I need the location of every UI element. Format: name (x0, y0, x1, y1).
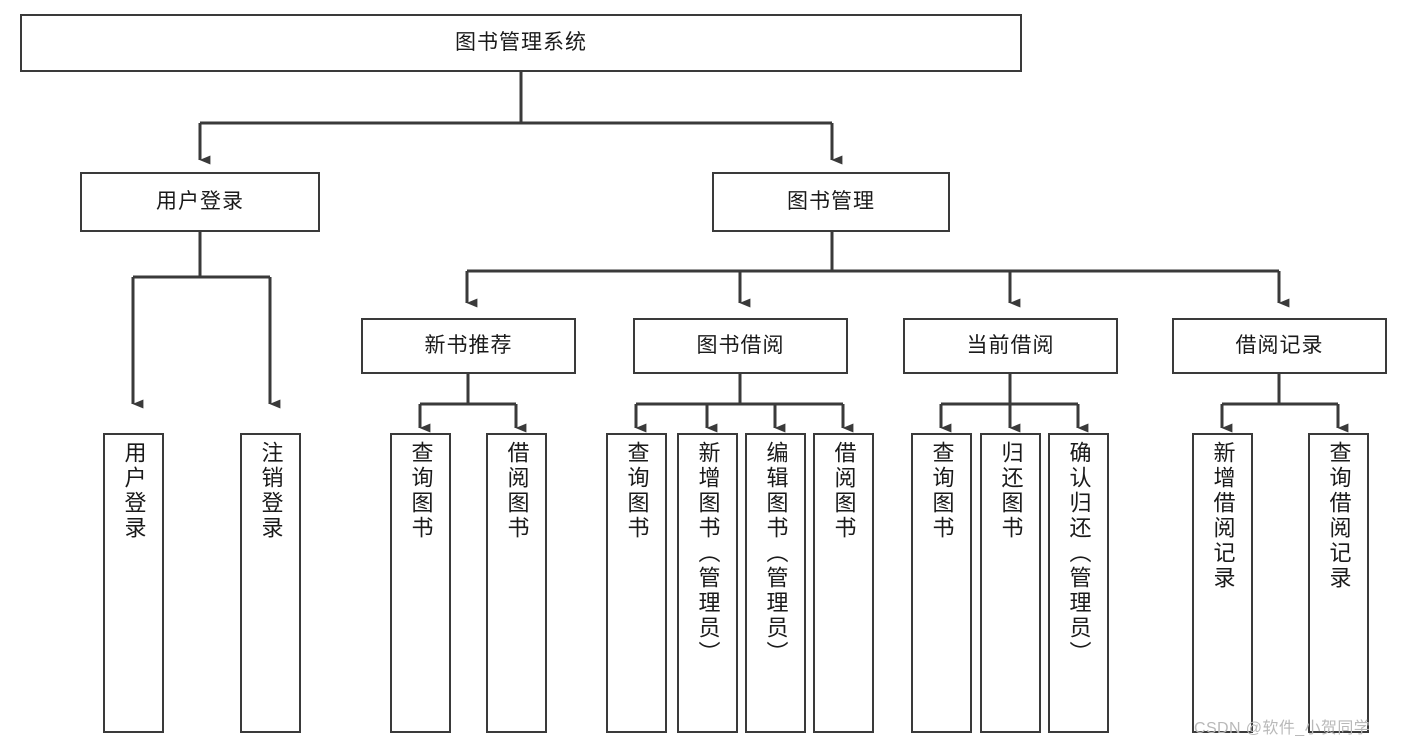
node-leaf-edit-book[interactable]: 编辑图书（管理员） (745, 433, 806, 733)
node-leaf-confirm-return-label: 确认归还（管理员） (1066, 441, 1092, 666)
node-borrow-record-label: 借阅记录 (1235, 333, 1324, 357)
node-leaf-query-book-1[interactable]: 查询图书 (390, 433, 451, 733)
node-borrow-record[interactable]: 借阅记录 (1172, 318, 1387, 374)
node-user-login[interactable]: 用户登录 (80, 172, 320, 232)
node-current-borrow-label: 当前借阅 (966, 333, 1055, 357)
node-new-book-rec[interactable]: 新书推荐 (361, 318, 576, 374)
node-leaf-logout-login-label: 注销登录 (258, 441, 284, 541)
node-leaf-add-book-label: 新增图书（管理员） (695, 441, 721, 666)
node-leaf-add-record[interactable]: 新增借阅记录 (1192, 433, 1253, 733)
csdn-watermark: CSDN @软件_小贺同学 (1194, 720, 1371, 737)
node-leaf-query-book-2[interactable]: 查询图书 (606, 433, 667, 733)
node-user-login-label: 用户登录 (156, 189, 244, 213)
node-root[interactable]: 图书管理系统 (20, 14, 1022, 72)
node-leaf-query-book-3[interactable]: 查询图书 (911, 433, 972, 733)
node-book-borrow[interactable]: 图书借阅 (633, 318, 848, 374)
node-leaf-user-login-label: 用户登录 (121, 441, 147, 541)
node-leaf-user-login[interactable]: 用户登录 (103, 433, 164, 733)
node-leaf-borrow-book-1-label: 借阅图书 (504, 441, 530, 541)
node-leaf-add-book[interactable]: 新增图书（管理员） (677, 433, 738, 733)
node-book-manage[interactable]: 图书管理 (712, 172, 950, 232)
node-root-label: 图书管理系统 (455, 30, 587, 54)
node-leaf-logout-login[interactable]: 注销登录 (240, 433, 301, 733)
node-leaf-borrow-book-2-label: 借阅图书 (831, 441, 857, 541)
node-book-manage-label: 图书管理 (787, 189, 875, 213)
node-leaf-return-book-label: 归还图书 (998, 441, 1024, 541)
node-leaf-query-book-2-label: 查询图书 (624, 441, 650, 541)
node-leaf-add-record-label: 新增借阅记录 (1210, 441, 1236, 591)
node-leaf-edit-book-label: 编辑图书（管理员） (763, 441, 789, 666)
node-leaf-query-record-label: 查询借阅记录 (1326, 441, 1352, 591)
node-new-book-rec-label: 新书推荐 (424, 333, 513, 357)
node-leaf-confirm-return[interactable]: 确认归还（管理员） (1048, 433, 1109, 733)
node-leaf-query-record[interactable]: 查询借阅记录 (1308, 433, 1369, 733)
node-leaf-return-book[interactable]: 归还图书 (980, 433, 1041, 733)
node-current-borrow[interactable]: 当前借阅 (903, 318, 1118, 374)
node-book-borrow-label: 图书借阅 (696, 333, 785, 357)
node-leaf-query-book-1-label: 查询图书 (408, 441, 434, 541)
node-leaf-borrow-book-2[interactable]: 借阅图书 (813, 433, 874, 733)
node-leaf-borrow-book-1[interactable]: 借阅图书 (486, 433, 547, 733)
node-leaf-query-book-3-label: 查询图书 (929, 441, 955, 541)
